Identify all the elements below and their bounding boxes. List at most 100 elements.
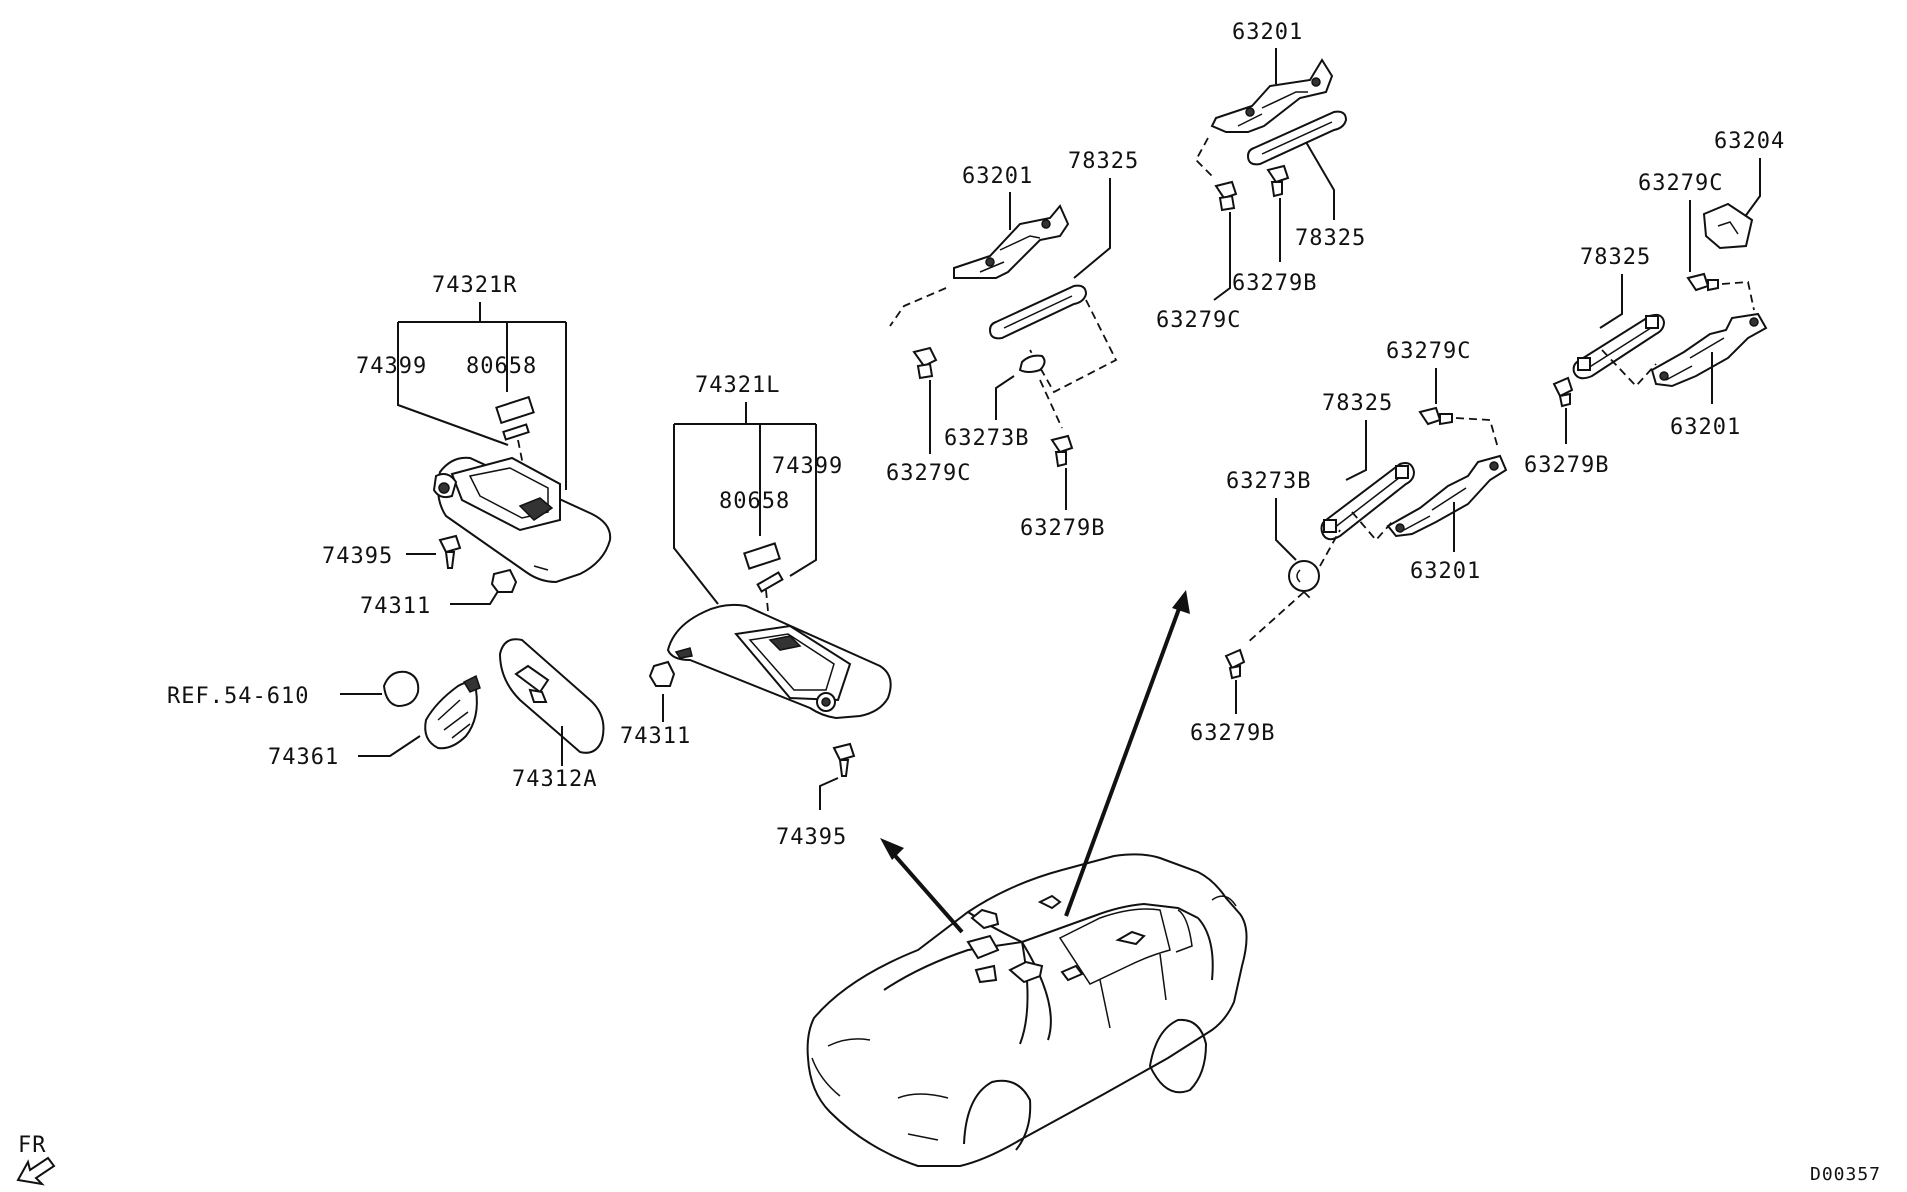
label-63279B-b: 63279B bbox=[1232, 271, 1317, 296]
front-direction-indicator: FR bbox=[16, 1133, 56, 1186]
label-63273B-a: 63273B bbox=[944, 426, 1029, 451]
label-80658-left: 80658 bbox=[719, 489, 790, 514]
bolt-63279B-b bbox=[1266, 164, 1290, 198]
label-80658-right: 80658 bbox=[466, 354, 537, 379]
fr-arrow-icon bbox=[16, 1156, 56, 1186]
leader-78325-d bbox=[1599, 274, 1623, 329]
bolt-63279C-c bbox=[1418, 406, 1453, 426]
screw-74395-right bbox=[438, 534, 462, 569]
grip-78325-b bbox=[1246, 110, 1348, 166]
label-74399-right: 74399 bbox=[356, 354, 427, 379]
dash-visor-left bbox=[765, 589, 771, 633]
bracket-63201-b bbox=[1210, 58, 1334, 133]
dash-grip-d bbox=[1601, 349, 1657, 388]
label-74312A: 74312A bbox=[512, 767, 597, 792]
dash-grip-a-left bbox=[889, 287, 947, 327]
bolt-63279B-d bbox=[1552, 376, 1574, 408]
leader-74395-left bbox=[819, 777, 839, 810]
visor-body-left bbox=[666, 603, 892, 720]
leader-63273B-a bbox=[995, 375, 1015, 420]
sun-visor-left-group: 74321L 74399 80658 74311 74395 bbox=[620, 373, 892, 850]
leader-74361 bbox=[358, 735, 421, 757]
cap-63273B-c bbox=[1288, 560, 1320, 592]
label-63201-d: 63201 bbox=[1670, 415, 1741, 440]
label-78325-c: 78325 bbox=[1322, 391, 1393, 416]
label-78325-d: 78325 bbox=[1580, 245, 1651, 270]
bracket-63201-d bbox=[1650, 312, 1768, 388]
grip-78325-d bbox=[1572, 313, 1666, 380]
label-74311-right: 74311 bbox=[360, 594, 431, 619]
label-63204: 63204 bbox=[1714, 129, 1785, 154]
label-78325-b: 78325 bbox=[1295, 226, 1366, 251]
label-63279C-b: 63279C bbox=[1156, 308, 1241, 333]
clip-74311-left bbox=[648, 660, 676, 687]
leader-63279C-b bbox=[1213, 212, 1231, 301]
grip-handle-group-c: 63279C 78325 63201 63273B bbox=[1190, 339, 1508, 746]
label-74399-left: 74399 bbox=[772, 454, 843, 479]
label-63279C-d: 63279C bbox=[1638, 171, 1723, 196]
bracket-63201-c bbox=[1386, 454, 1508, 538]
dash-grip-b bbox=[1194, 137, 1213, 177]
clip-74311-right bbox=[490, 568, 518, 593]
label-78325-a: 78325 bbox=[1068, 149, 1139, 174]
grip-handle-group-d: 63204 63279C 78325 63201 bbox=[1524, 129, 1785, 478]
fr-label: FR bbox=[18, 1133, 47, 1158]
dash-grip-c bbox=[1351, 511, 1393, 542]
grip-handle-group-b: 63201 78325 63279C 63279B bbox=[1156, 20, 1366, 333]
label-74395-left: 74395 bbox=[776, 825, 847, 850]
bracket-63201-a bbox=[953, 204, 1070, 279]
label-74361: 74361 bbox=[268, 745, 339, 770]
leader-78325-c bbox=[1345, 420, 1367, 481]
label-63201-a: 63201 bbox=[962, 164, 1033, 189]
bolt-63279C-d bbox=[1686, 272, 1719, 292]
diagram-code: D00357 bbox=[1810, 1164, 1881, 1185]
label-63201-c: 63201 bbox=[1410, 559, 1481, 584]
visor-body-right bbox=[432, 456, 612, 584]
grip-78325-c bbox=[1320, 462, 1416, 541]
leader-74321R bbox=[397, 302, 567, 490]
cover-63204 bbox=[1702, 202, 1754, 250]
cover-ref-54-610 bbox=[382, 670, 420, 708]
vehicle-outline bbox=[806, 853, 1248, 1167]
label-ref-54-610: REF.54-610 bbox=[167, 684, 309, 709]
label-63279C-c: 63279C bbox=[1386, 339, 1471, 364]
rearview-mirror-group: REF.54-610 74361 74312A bbox=[167, 638, 605, 792]
leader-63204 bbox=[1743, 158, 1761, 219]
dash-group-c bbox=[1245, 529, 1341, 645]
leader-74321L bbox=[673, 402, 817, 605]
label-63279B-a: 63279B bbox=[1020, 516, 1105, 541]
dash-grip-a-right bbox=[1029, 299, 1118, 429]
bolt-63279B-c bbox=[1224, 648, 1246, 680]
label-63201-b: 63201 bbox=[1232, 20, 1303, 45]
mirror-pad-left bbox=[743, 542, 784, 593]
leader-78325-a bbox=[1073, 178, 1111, 279]
label-63279B-c: 63279B bbox=[1190, 721, 1275, 746]
screw-74395-left bbox=[832, 742, 856, 777]
arrow-to-visor bbox=[880, 838, 964, 934]
bolt-63279B-a bbox=[1050, 434, 1074, 468]
grip-78325-a bbox=[988, 284, 1088, 340]
grip-handle-group-a: 63201 78325 63279C 63273B 63279B bbox=[886, 149, 1139, 541]
leader-78325-b bbox=[1305, 141, 1335, 220]
dash-63279C-c bbox=[1455, 417, 1499, 449]
dash-63279C-d bbox=[1721, 281, 1755, 311]
arrow-to-grip-handles bbox=[1064, 590, 1190, 917]
label-63279C-a: 63279C bbox=[886, 461, 971, 486]
label-63279B-d: 63279B bbox=[1524, 453, 1609, 478]
bolt-63279C-a bbox=[912, 346, 938, 380]
leader-74311-right bbox=[450, 587, 501, 605]
label-74321L: 74321L bbox=[695, 373, 780, 398]
mirror-cover-74361 bbox=[424, 674, 481, 750]
bolt-63279C-b bbox=[1214, 180, 1238, 212]
label-74321R: 74321R bbox=[432, 273, 517, 298]
rearview-mirror-74312A bbox=[498, 638, 605, 754]
label-63273B-c: 63273B bbox=[1226, 469, 1311, 494]
cap-63273B-a bbox=[1018, 354, 1046, 373]
label-74311-left: 74311 bbox=[620, 724, 691, 749]
mirror-pad-right bbox=[495, 395, 535, 441]
sun-visor-right-group: 74321R 74399 80658 74395 74311 bbox=[322, 273, 612, 619]
label-74395-right: 74395 bbox=[322, 544, 393, 569]
leader-63273B-c bbox=[1275, 498, 1297, 561]
